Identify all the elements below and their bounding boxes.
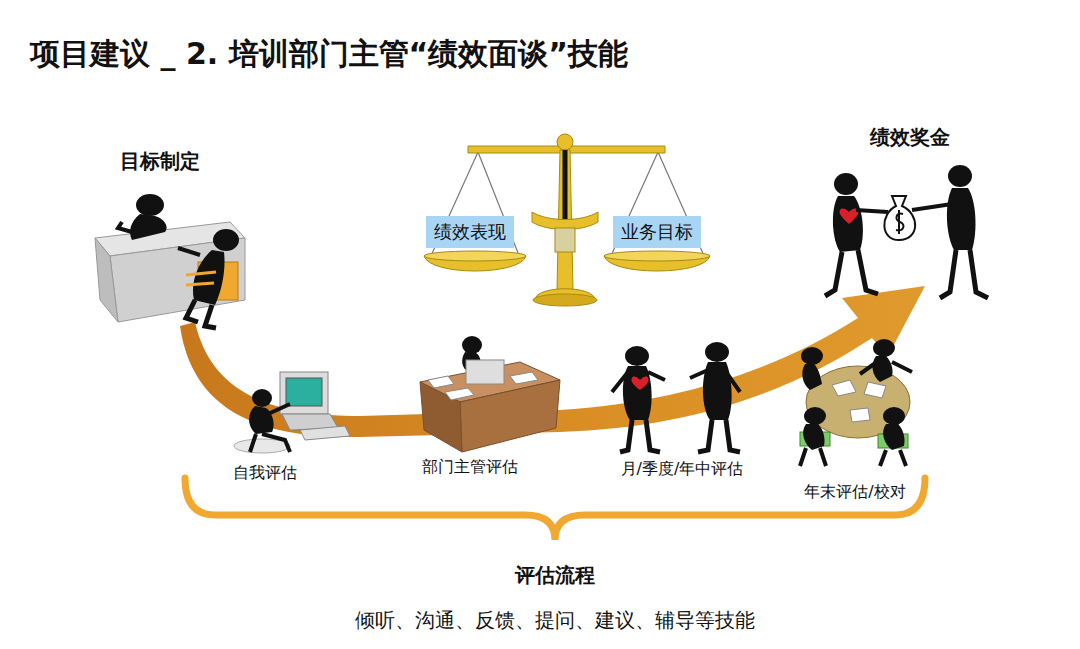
balance-scale-part: [563, 150, 568, 222]
computer-scene-part: [268, 404, 290, 414]
bonus-scene-part: [912, 204, 952, 210]
computer-scene-part: [280, 372, 328, 414]
skills-note: 倾听、沟通、反馈、提问、建议、辅导等技能: [355, 607, 755, 634]
periodic-review-scene-part: [620, 420, 660, 452]
balance-scale: [424, 134, 710, 306]
manager-desk-scene-part: [466, 360, 504, 384]
balance-scale-part: [557, 134, 573, 150]
process-bracket-part: [185, 478, 925, 540]
bonus-scene-part: [833, 196, 863, 252]
bonus-scene-part: [940, 250, 988, 298]
round-table-scene-part: [880, 450, 906, 466]
scale-label-box: 业务目标: [613, 216, 701, 248]
bonus-scene-part: [896, 210, 903, 234]
round-table-scene: [800, 339, 912, 466]
computer-scene-part: [249, 406, 274, 434]
periodic-review-scene-part: [632, 376, 649, 390]
round-table-scene-part: [801, 347, 823, 365]
goal-setting-scene: [95, 194, 245, 328]
round-table-scene-part: [883, 407, 905, 425]
round-table-scene-part: [860, 362, 912, 374]
goal-setting-scene-part: [95, 238, 118, 322]
scale-label-box: 绩效表现: [426, 216, 514, 248]
bonus-scene-part: [884, 196, 915, 240]
periodic-review-scene-part: [612, 372, 665, 392]
bonus-scene-part: [947, 188, 976, 250]
goal-setting-scene-part: [178, 248, 200, 255]
stage-label: 绩效奖金: [870, 124, 950, 151]
goal-setting-scene-part: [136, 194, 164, 216]
periodic-review-scene-part: [705, 342, 729, 362]
manager-desk-scene-part: [462, 336, 482, 354]
computer-scene: [234, 372, 350, 453]
computer-scene-part: [252, 389, 272, 407]
step-label: 自我评估: [233, 463, 297, 484]
box-text: 业务目标: [621, 220, 693, 244]
goal-setting-scene-part: [118, 222, 132, 232]
computer-scene-part: [286, 378, 322, 406]
round-table-scene-part: [883, 424, 904, 450]
stage-label: 目标制定: [120, 148, 200, 175]
round-table-scene-part: [864, 382, 886, 398]
manager-desk-scene-part: [460, 380, 560, 452]
process-bracket: [185, 478, 925, 540]
balance-scale-part: [532, 212, 598, 230]
goal-setting-scene-part: [186, 272, 216, 285]
round-table-scene-part: [803, 424, 824, 450]
goal-setting-scene-part: [213, 229, 239, 251]
page-title: 项目建议 _ 2. 培训部门主管“绩效面谈”技能: [30, 34, 628, 75]
manager-desk-scene-part: [510, 372, 538, 384]
balance-scale-part: [424, 251, 526, 261]
round-table-scene-part: [873, 356, 893, 382]
manager-desk-scene-part: [428, 376, 454, 388]
round-table-scene-part: [873, 339, 895, 357]
manager-desk-scene-part: [445, 388, 474, 400]
bonus-scene-part: [856, 210, 888, 212]
goal-setting-scene-part: [193, 250, 225, 305]
manager-desk-scene: [420, 336, 560, 452]
periodic-review-scene: [612, 342, 740, 452]
round-table-scene-part: [804, 407, 826, 425]
step-label: 部门主管评估: [422, 457, 518, 478]
balance-scale-part: [555, 228, 575, 252]
computer-scene-part: [250, 434, 290, 452]
bonus-scene: [825, 165, 988, 298]
step-label: 月/季度/年中评估: [621, 459, 744, 480]
round-table-scene-part: [800, 448, 826, 466]
bonus-scene-part: [834, 173, 858, 195]
periodic-review-scene-part: [625, 346, 649, 366]
bonus-scene-part: [948, 165, 972, 187]
bonus-scene-part: [840, 208, 859, 224]
step-label: 年末评估/校对: [804, 482, 905, 503]
periodic-review-scene-part: [690, 370, 740, 392]
goal-setting-scene-part: [186, 300, 216, 328]
box-text: 绩效表现: [434, 220, 506, 244]
bonus-scene-part: [825, 250, 878, 296]
round-table-scene-part: [802, 364, 822, 390]
balance-scale-part: [604, 251, 710, 261]
round-table-scene-part: [850, 408, 870, 422]
bracket-label: 评估流程: [515, 562, 595, 589]
goal-setting-scene-part: [130, 214, 166, 240]
computer-scene-part: [300, 426, 350, 440]
periodic-review-scene-part: [698, 420, 740, 452]
balance-scale-part: [533, 294, 597, 306]
round-table-scene-part: [832, 380, 856, 396]
